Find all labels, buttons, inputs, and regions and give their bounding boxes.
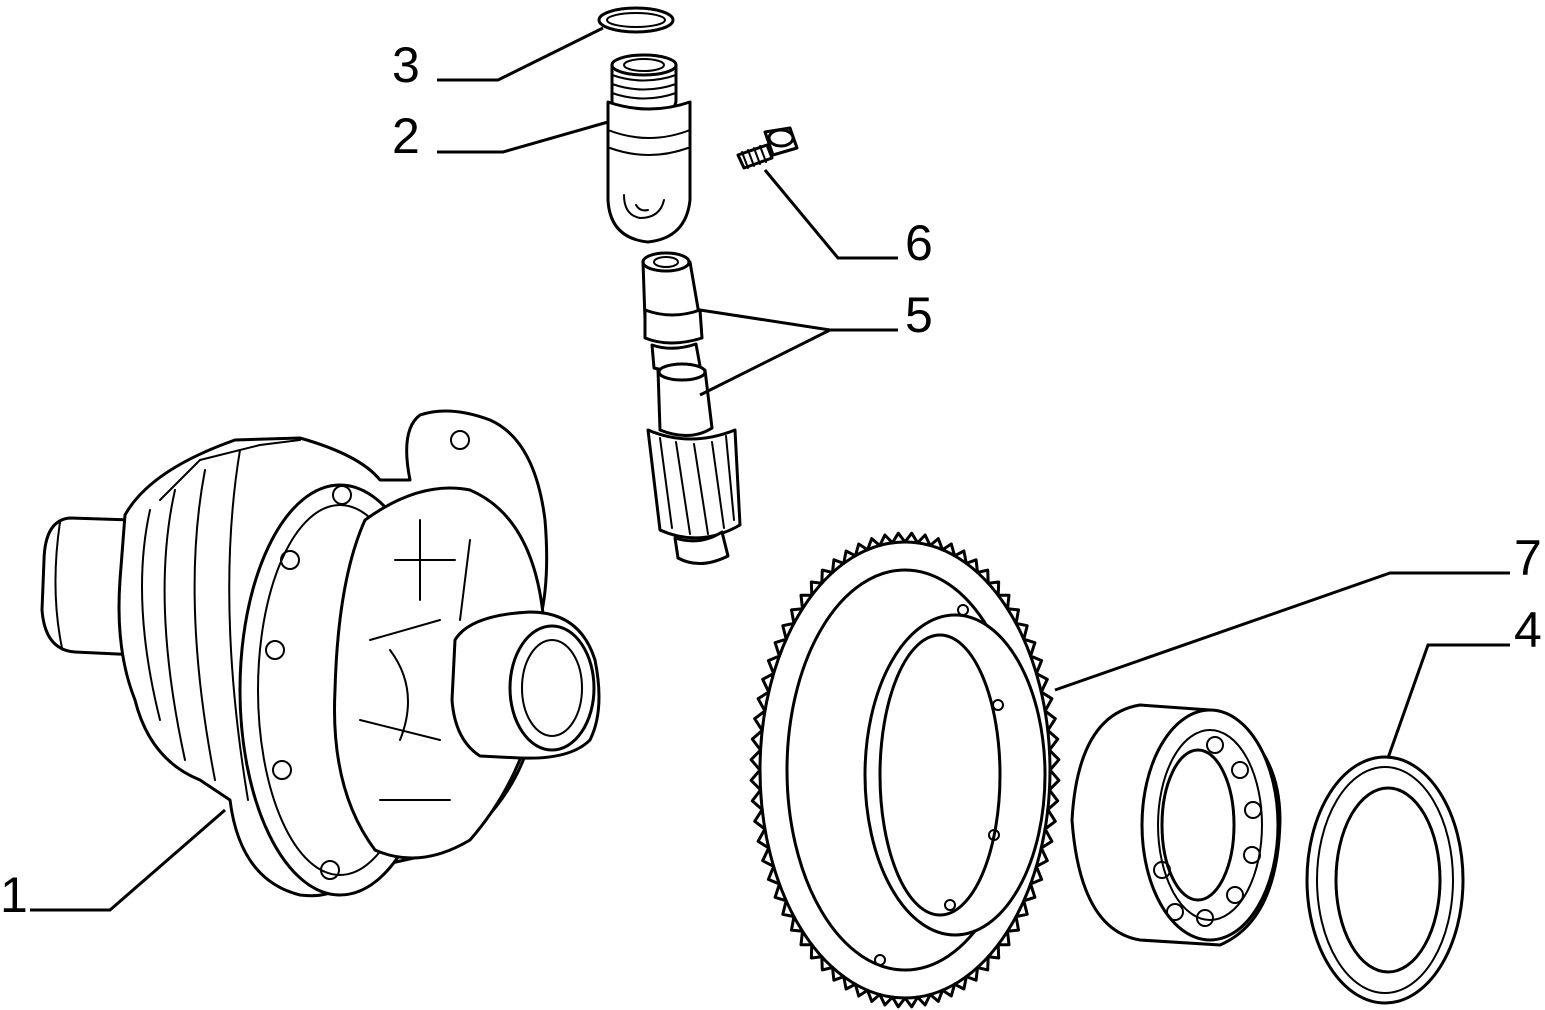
part-1-differential-housing xyxy=(40,409,601,898)
leader-6 xyxy=(763,169,898,260)
leader-1 xyxy=(30,808,226,912)
part-4-bearing xyxy=(1070,703,1282,947)
part-4-seal-ring xyxy=(1305,755,1465,1005)
leader-2 xyxy=(437,120,609,154)
callout-2: 2 xyxy=(392,108,420,164)
callout-1: 1 xyxy=(0,867,28,923)
leader-5 xyxy=(699,308,898,397)
leader-7 xyxy=(1054,571,1510,692)
part-7-ring-gear xyxy=(749,531,1061,1009)
leader-lines xyxy=(30,26,1510,912)
leader-4 xyxy=(1386,643,1510,759)
leader-3 xyxy=(437,26,604,82)
part-3-o-ring xyxy=(597,6,675,34)
callout-7: 7 xyxy=(1514,530,1542,586)
part-6-screw xyxy=(736,126,799,170)
part-5-pinion-shaft xyxy=(641,251,742,565)
callout-4: 4 xyxy=(1514,602,1542,658)
callout-6: 6 xyxy=(905,215,933,271)
callout-3: 3 xyxy=(392,37,420,93)
part-2-sleeve xyxy=(606,53,692,244)
callout-5: 5 xyxy=(905,287,933,343)
